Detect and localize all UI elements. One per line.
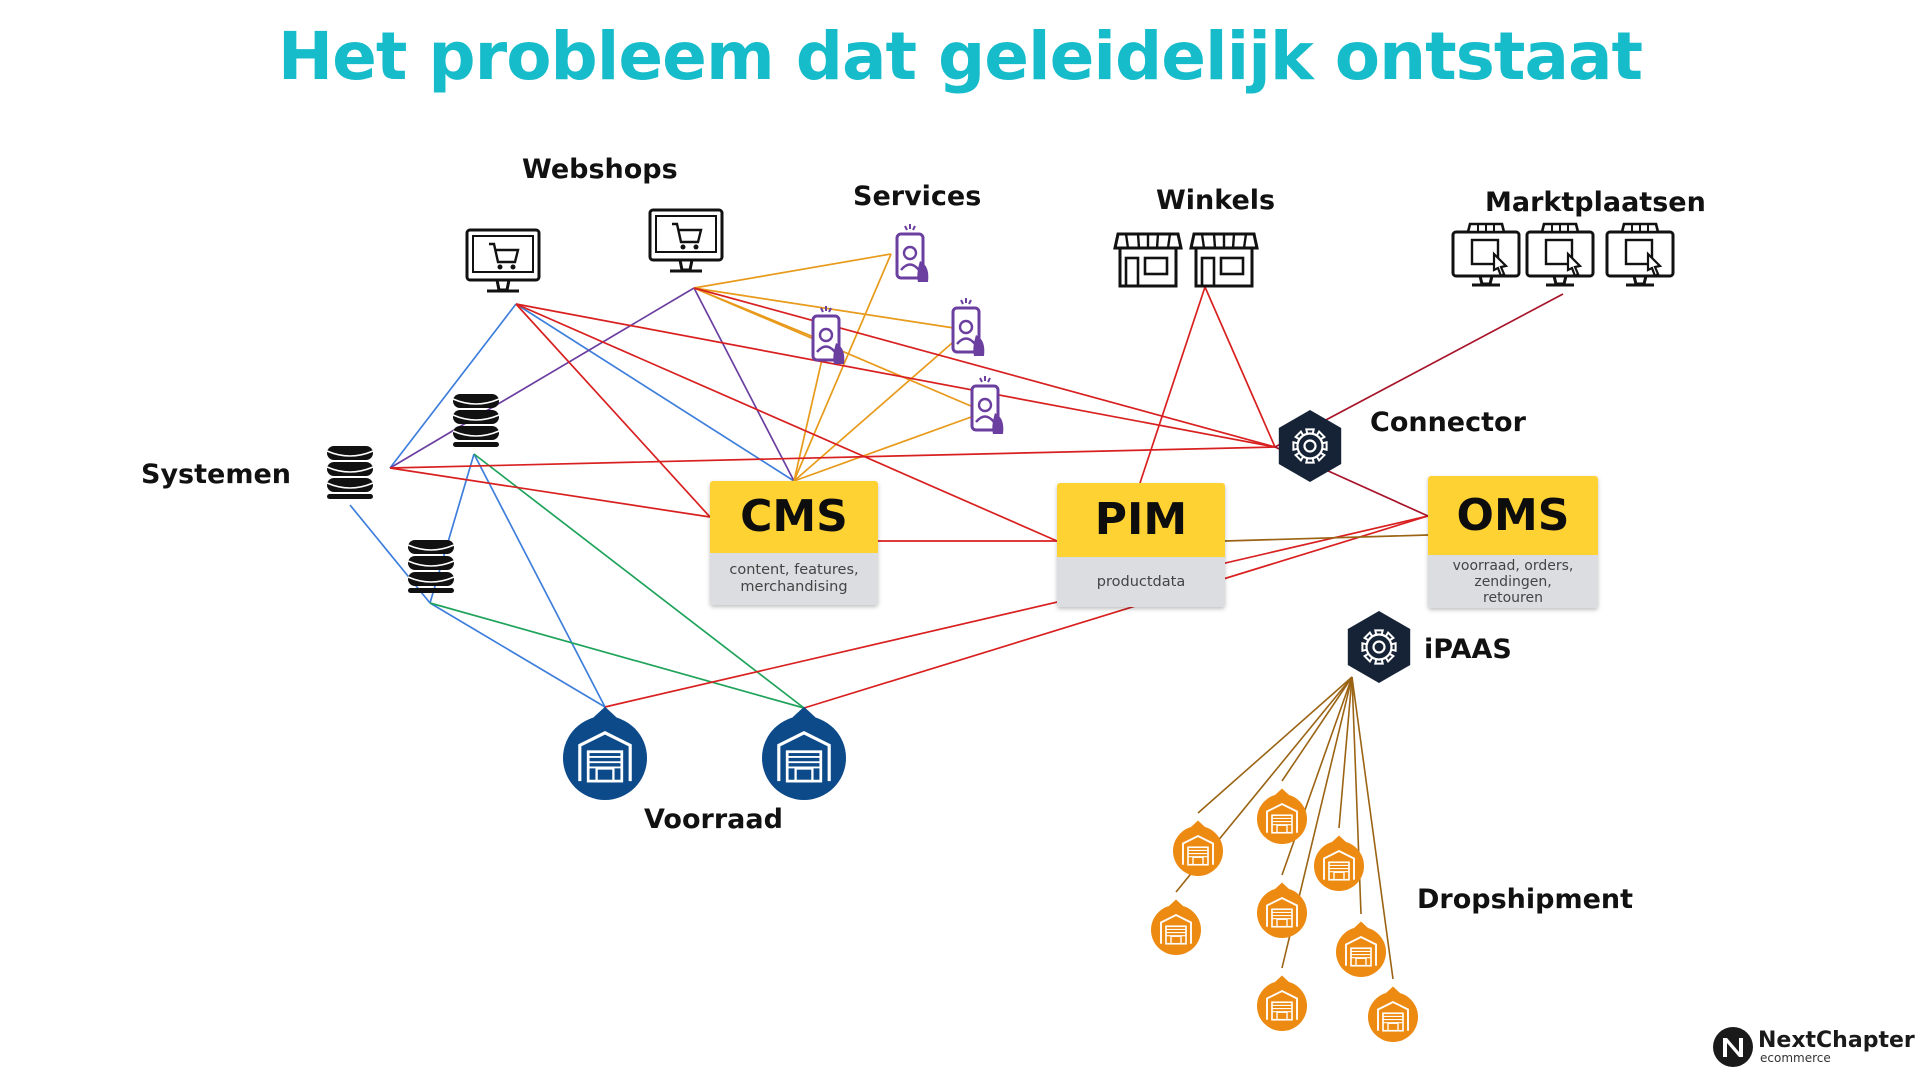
connection-line-10 [429,602,805,709]
connection-line-2 [515,303,795,482]
service-icon-1 [895,224,929,282]
store-icon-2 [1189,232,1259,288]
pim-title: PIM [1057,483,1225,557]
connection-line-23 [389,467,711,518]
dropship-warehouse-icon-2 [1257,788,1307,844]
marketplace-icon-2 [1525,222,1595,287]
webshop-icon-2 [648,208,724,273]
ipaas-gear-icon [1347,611,1411,683]
pim-box: PIM productdata [1057,483,1225,607]
connection-line-1 [389,303,517,469]
dropship-warehouse-icon-1 [1173,820,1223,876]
label-ipaas: iPAAS [1424,634,1512,665]
service-icon-4 [970,376,1004,434]
connection-line-11 [693,253,892,289]
dropship-line-3 [1338,676,1353,829]
connection-line-24 [389,446,1276,469]
database-icon-1 [326,446,374,499]
store-icon-1 [1113,232,1183,288]
dropship-warehouse-icon-8 [1368,986,1418,1042]
connection-line-20 [515,303,1058,542]
connection-line-19 [515,303,711,518]
oms-description: voorraad, orders, zendingen, retouren [1428,555,1598,608]
warehouse-icon-2 [762,706,846,800]
connection-line-28 [604,515,1429,708]
dropship-line-2 [1281,676,1353,782]
connection-line-7 [389,287,695,469]
connection-line-9 [473,453,805,709]
service-icon-3 [951,298,985,356]
oms-title: OMS [1428,476,1598,555]
connection-line-21 [515,303,1276,448]
page-title: Het probleem dat geleidelijk ontstaat [277,18,1643,95]
connection-line-6 [429,602,606,708]
label-voorraad: Voorraad [644,804,783,835]
database-icon-2 [452,394,500,447]
database-icon-3 [407,540,455,593]
pim-description: productdata [1057,557,1225,607]
nextchapter-logo-icon [1713,1027,1753,1067]
connection-line-29 [803,515,1429,709]
label-dropshipment: Dropshipment [1417,884,1634,915]
connection-line-8 [693,287,795,482]
connection-line-3 [349,504,431,604]
logo-name: NextChapter [1758,1028,1915,1053]
label-webshops: Webshops [522,154,678,185]
warehouse-icon-1 [563,706,647,800]
connection-line-26 [1139,286,1206,484]
cms-box: CMS content, features, merchandising [710,481,878,605]
dropship-warehouse-icon-7 [1257,975,1307,1031]
logo-subtitle: ecommerce [1760,1051,1831,1065]
dropship-warehouse-icon-3 [1314,835,1364,891]
label-connector: Connector [1370,407,1526,438]
connection-line-5 [473,453,606,708]
cms-title: CMS [710,481,878,553]
service-icon-2 [811,306,845,364]
dropship-warehouse-icon-6 [1336,921,1386,977]
connection-line-18 [793,411,986,482]
connection-line-15 [793,253,892,482]
connector-gear-icon [1278,410,1342,482]
marketplace-icon-3 [1605,222,1675,287]
label-winkels: Winkels [1156,185,1276,216]
connection-line-32 [1224,534,1429,542]
oms-box: OMS voorraad, orders, zendingen, retoure… [1428,476,1598,608]
label-services: Services [853,181,982,212]
dropship-line-1 [1197,676,1353,814]
dropship-line-8 [1351,676,1394,980]
webshop-icon-1 [465,228,541,293]
label-systemen: Systemen [141,459,292,490]
dropship-warehouse-icon-4 [1151,899,1201,955]
dropship-warehouse-icon-5 [1257,882,1307,938]
connection-line-27 [1204,286,1276,448]
marketplace-icon-1 [1451,222,1521,287]
nextchapter-logo: NextChapter ecommerce [1712,1026,1915,1068]
label-marktplaatsen: Marktplaatsen [1485,187,1706,218]
connection-line-22 [693,287,1276,448]
cms-description: content, features, merchandising [710,553,878,605]
dropship-line-5 [1281,676,1353,876]
